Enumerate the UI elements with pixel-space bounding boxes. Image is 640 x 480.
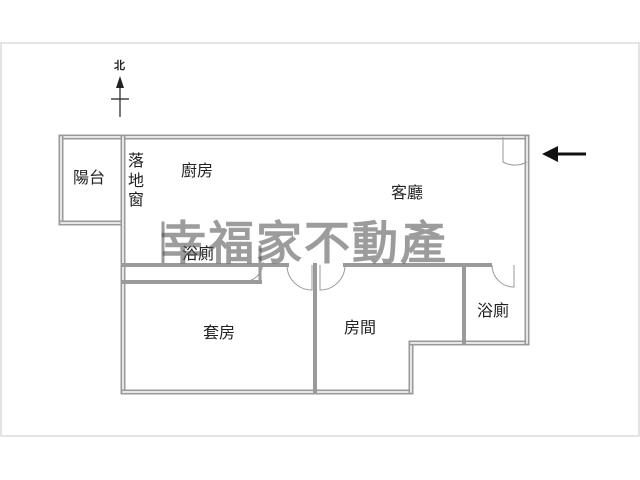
doors <box>242 137 528 291</box>
page-frame <box>0 42 640 437</box>
windows <box>120 230 500 385</box>
compass-arrow-icon <box>116 76 124 88</box>
room-label-kitchen: 廚房 <box>181 161 213 180</box>
watermark: 幸福家不動產 <box>160 216 448 270</box>
north-label: 北 <box>114 58 125 72</box>
suite-door-icon <box>286 264 313 291</box>
room-label-master-suite: 套房 <box>203 323 235 342</box>
north-compass: 北 <box>111 58 129 117</box>
room-label-window-1: 落 <box>128 151 144 170</box>
room-label-bathroom-right: 浴廁 <box>477 301 509 320</box>
room-label-bedroom: 房間 <box>344 318 376 337</box>
room-label-window-2: 地 <box>128 171 144 190</box>
entrance-door-icon <box>502 137 528 166</box>
room-label-window-3: 窗 <box>128 190 144 209</box>
bathroom-door-icon <box>242 261 264 283</box>
room-label-balcony: 陽台 <box>73 168 105 187</box>
room-label-living-room: 客廳 <box>391 183 423 202</box>
walls <box>58 134 530 395</box>
bedroom-door-icon <box>319 264 346 291</box>
bathroom-right-door-icon <box>491 264 515 288</box>
room-label-bathroom-left: 浴廁 <box>182 244 214 263</box>
arrow-left-icon <box>542 146 586 162</box>
